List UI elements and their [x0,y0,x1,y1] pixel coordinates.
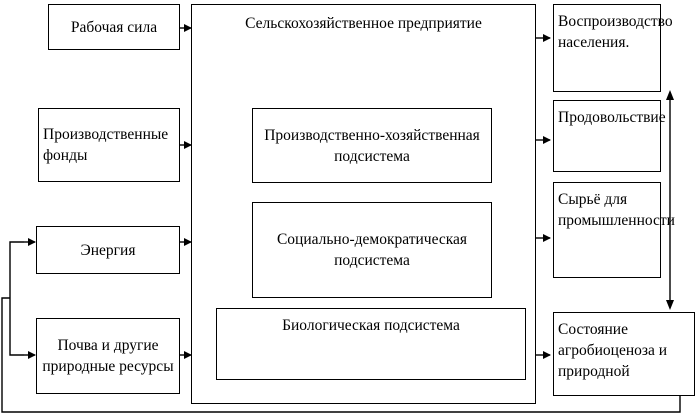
input-production-funds: Производственные фонды [38,108,180,182]
input-energy: Энергия [36,226,180,274]
output-population: Воспроизводство населения. [553,4,673,92]
input-energy-label: Энергия [80,241,136,259]
subsystem-biological-label: Биологическая подсистема [282,317,460,334]
subsystem-biological: Биологическая подсистема [216,308,526,380]
output-agrobiocenosis-label: Состояние агробиоценоза и природной [558,321,668,380]
output-food: Продовольствие [553,100,666,172]
input-soil: Почва и другие природные ресурсы [36,318,180,394]
input-workforce: Рабочая сила [48,4,180,50]
output-raw-materials-label: Сырьё для промышленности [558,191,675,229]
subsystem-production-label: Производственно-хозяйственная подсистема [264,126,480,165]
subsystem-social-label: Социально-демократическая подсистема [276,231,468,269]
subsystem-social: Социально-демократическая подсистема [252,202,492,298]
input-production-funds-label: Производственные фонды [43,126,169,164]
output-population-label: Воспроизводство населения. [558,13,673,51]
enterprise-title: Сельскохозяйственное предприятие [245,15,482,32]
output-raw-materials: Сырьё для промышленности [553,182,675,278]
feed-bracket [9,241,24,356]
output-food-label: Продовольствие [558,109,666,126]
input-workforce-label: Рабочая сила [70,18,158,36]
input-soil-label: Почва и другие природные ресурсы [42,337,174,375]
output-agrobiocenosis: Состояние агробиоценоза и природной [553,312,695,396]
subsystem-production: Производственно-хозяйственная подсистема [252,108,492,183]
